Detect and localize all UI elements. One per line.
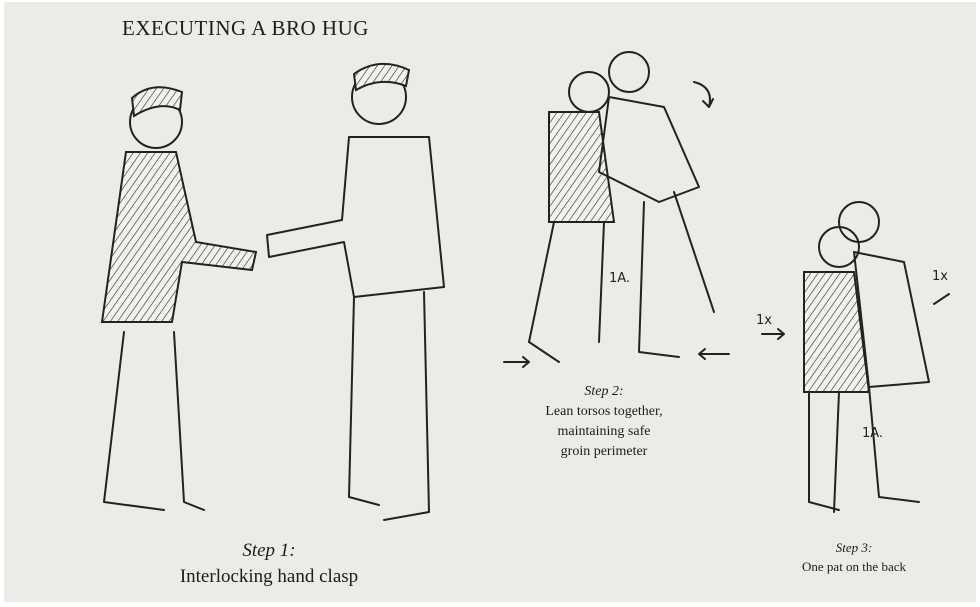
step1-caption: Step 1: Interlocking hand clasp (154, 540, 384, 588)
step2-figures (503, 51, 730, 368)
step1-description: Interlocking hand clasp (179, 566, 359, 587)
step1-figure-right (266, 63, 445, 521)
spacing-mark-step3: 1A. (862, 426, 883, 441)
step3-label: Step 3: (835, 540, 873, 555)
step2-caption: Step 2: Lean torsos together, maintainin… (524, 382, 684, 462)
step1-figure-left (100, 86, 258, 511)
pat-count-left: 1x (756, 313, 772, 328)
step1-label: Step 1: (242, 540, 296, 561)
spacing-mark: 1A. (609, 271, 630, 286)
step2-description-line: groin perimeter (560, 444, 648, 459)
bro-hug-sketch: 1A. 1x 1x 1A. (100, 51, 950, 521)
step2-description-line: Lean torsos together, (545, 404, 663, 419)
step3-caption: Step 3: One pat on the back (769, 538, 939, 576)
step2-label: Step 2: (584, 384, 624, 399)
illustration-page: 1A. 1x 1x 1A. EXECUTING A BRO HUG Step 1… (4, 2, 976, 602)
step3-figures (761, 201, 950, 513)
step2-description-line: maintaining safe (557, 424, 651, 439)
pat-count-right: 1x (932, 269, 948, 284)
page-title: EXECUTING A BRO HUG (122, 16, 369, 40)
step3-description: One pat on the back (802, 559, 906, 574)
